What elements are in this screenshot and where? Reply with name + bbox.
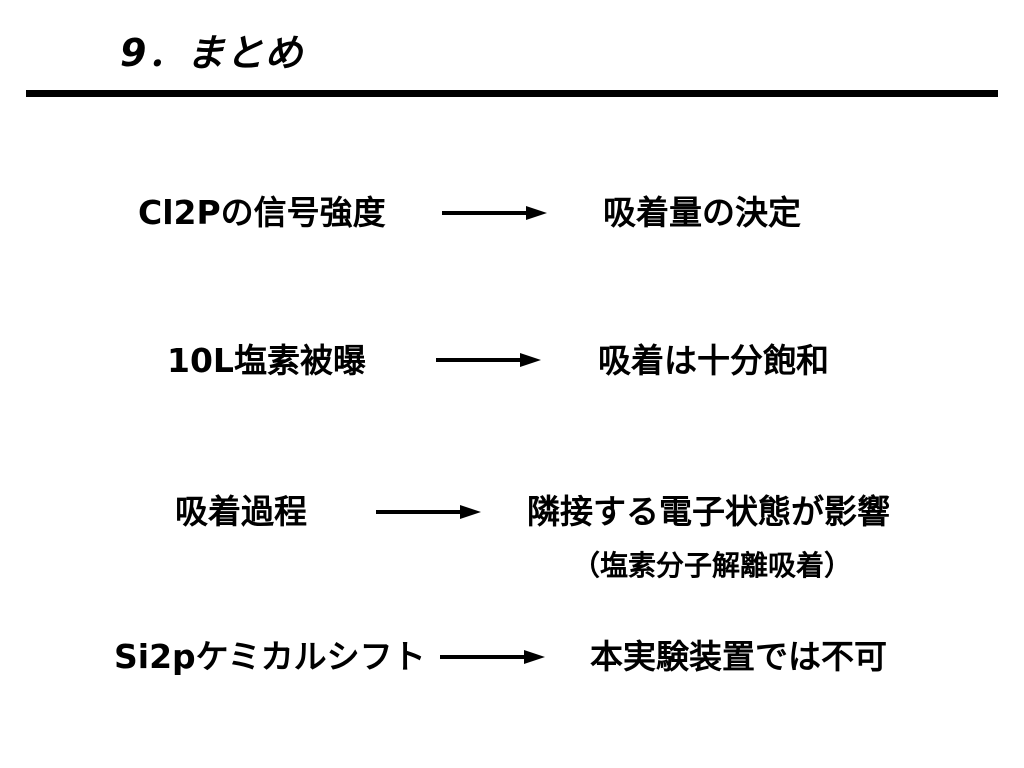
- right-arrow-icon: [442, 203, 547, 223]
- row-3-result: 隣接する電子状態が影響: [527, 492, 890, 531]
- row-4-result: 本実験装置では不可: [590, 637, 887, 676]
- row-2-cause: 10L塩素被曝: [167, 341, 366, 380]
- right-arrow-icon: [376, 502, 481, 522]
- row-3-note: （塩素分子解離吸着）: [572, 549, 853, 582]
- row-1-cause: Cl2Pの信号強度: [138, 193, 386, 232]
- row-1-result: 吸着量の決定: [603, 193, 801, 232]
- right-arrow-icon: [436, 350, 541, 370]
- title-rule: [26, 90, 998, 97]
- slide-title: 9．まとめ: [120, 31, 304, 75]
- row-2-result: 吸着は十分飽和: [598, 341, 829, 380]
- right-arrow-icon: [440, 647, 545, 667]
- row-4-cause: Si2pケミカルシフト: [114, 637, 426, 676]
- row-3-cause: 吸着過程: [175, 492, 307, 531]
